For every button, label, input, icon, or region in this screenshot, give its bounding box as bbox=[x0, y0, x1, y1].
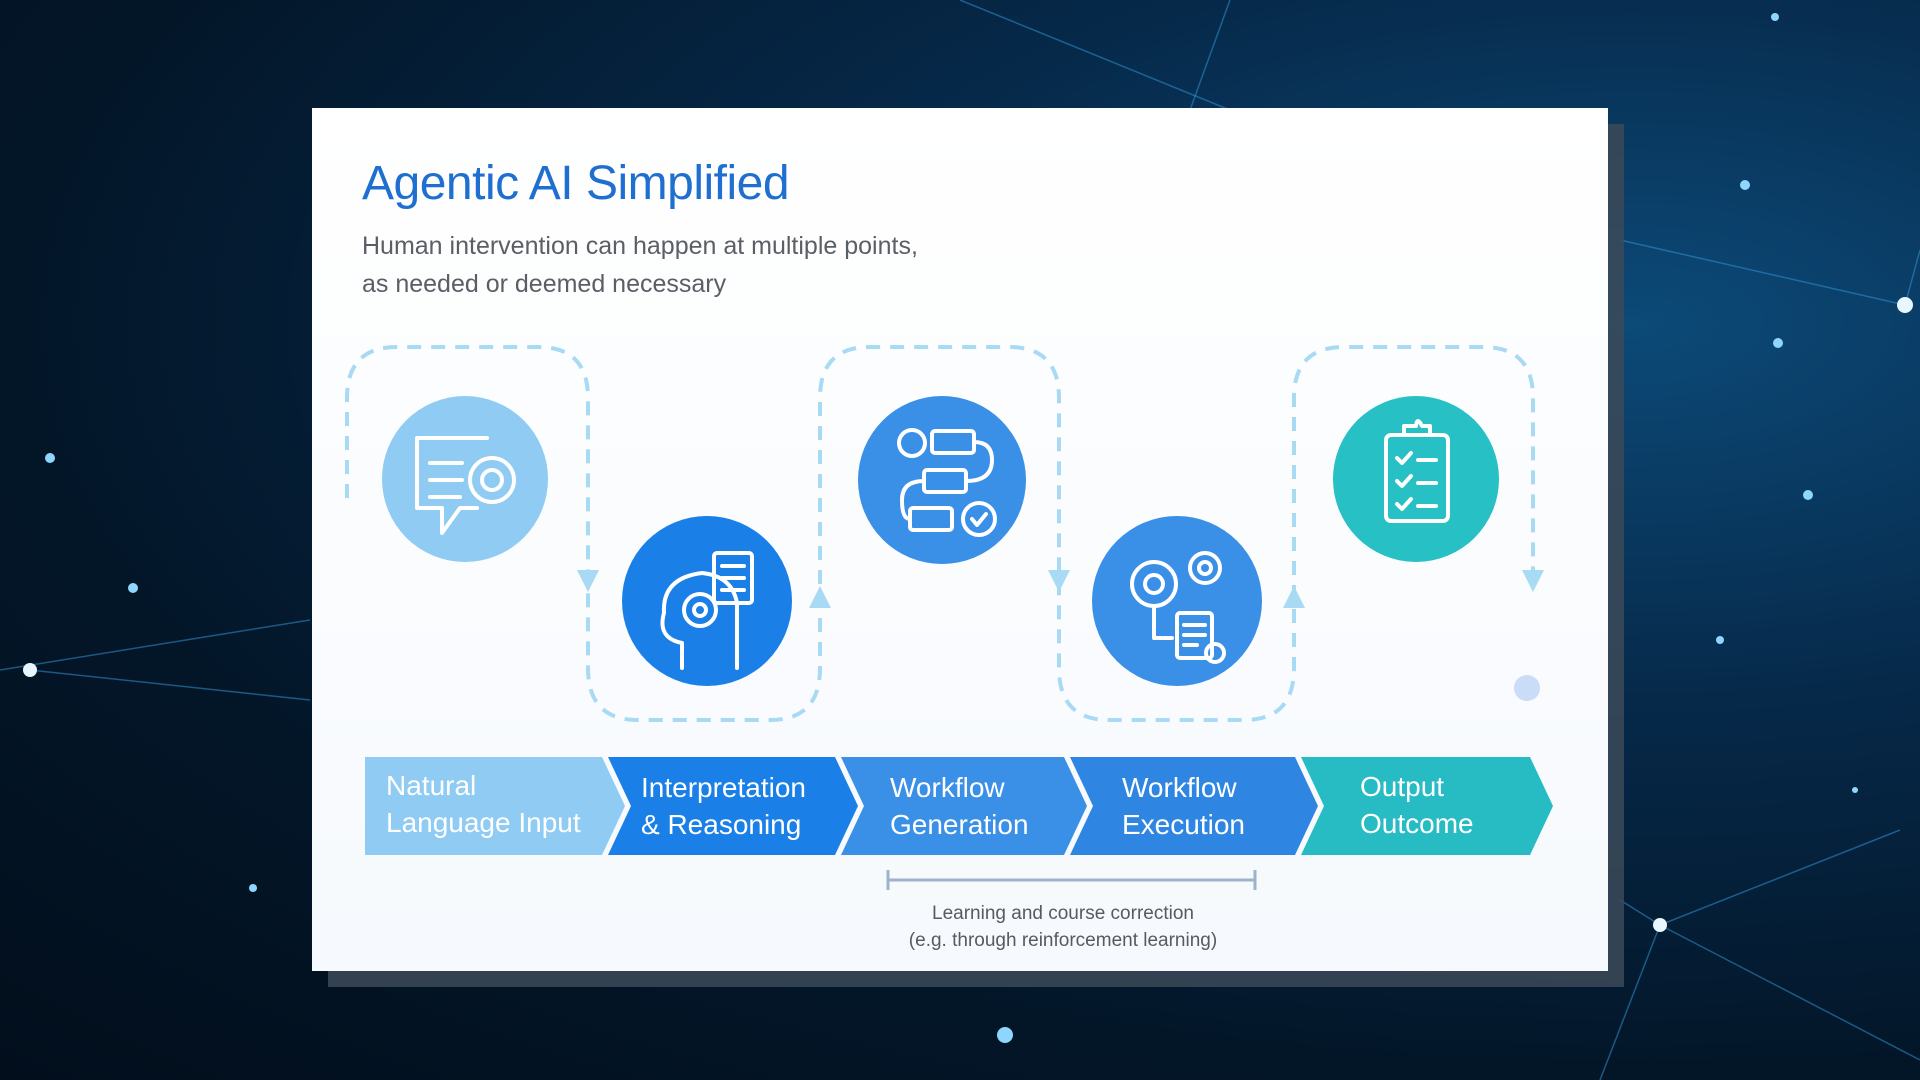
step-circle-3 bbox=[858, 396, 1026, 564]
subtitle-line-1: Human intervention can happen at multipl… bbox=[362, 232, 918, 260]
step-label-line: Outcome bbox=[1360, 808, 1474, 839]
step-label-line: Workflow bbox=[890, 772, 1005, 803]
step-label-line: & Reasoning bbox=[641, 809, 802, 840]
step-label-line: Output bbox=[1360, 771, 1445, 802]
subtitle-line-2: as needed or deemed necessary bbox=[362, 270, 727, 298]
arrow-up-icon bbox=[1283, 586, 1305, 608]
step-label-line: Generation bbox=[890, 809, 1029, 840]
flow-diagram bbox=[345, 345, 1553, 890]
step-label-line: Interpretation bbox=[641, 772, 806, 803]
step-label-line: Natural bbox=[386, 770, 477, 801]
chat-gear-icon bbox=[415, 436, 516, 535]
step-chevron-5 bbox=[1301, 757, 1553, 855]
workflow-steps-icon bbox=[897, 428, 997, 537]
learning-bracket bbox=[886, 870, 1257, 890]
step-circle-5 bbox=[1333, 396, 1499, 562]
arrow-down-icon bbox=[577, 570, 599, 592]
decorative-dot bbox=[1514, 675, 1540, 701]
learning-note-line-2: (e.g. through reinforcement learning) bbox=[908, 930, 1218, 951]
step-chevron-1 bbox=[365, 757, 625, 855]
arrow-up-icon bbox=[809, 586, 831, 608]
step-chevron-3 bbox=[841, 757, 1087, 855]
arrow-down-icon bbox=[1522, 570, 1544, 592]
step-label-1: Natural Language Input bbox=[386, 767, 581, 841]
head-gear-document-icon bbox=[660, 551, 754, 670]
step-label-3: Workflow Generation bbox=[890, 769, 1029, 843]
learning-note-line-1: Learning and course correction bbox=[932, 903, 1194, 924]
clipboard-checklist-icon bbox=[1384, 419, 1450, 523]
step-label-line: Execution bbox=[1122, 809, 1245, 840]
intervention-loop-path bbox=[345, 345, 1535, 722]
step-circle-4 bbox=[1092, 516, 1262, 686]
step-chevron-2 bbox=[608, 757, 858, 855]
step-label-4: Workflow Execution bbox=[1122, 769, 1245, 843]
slide-card: Agentic AI Simplified Human intervention… bbox=[312, 108, 1608, 971]
step-label-2: Interpretation & Reasoning bbox=[641, 769, 806, 843]
step-label-5: Output Outcome bbox=[1360, 768, 1474, 842]
step-chevron-4 bbox=[1070, 757, 1318, 855]
arrow-down-icon bbox=[1048, 570, 1070, 592]
step-circle-2 bbox=[622, 516, 792, 686]
gears-document-icon bbox=[1130, 551, 1226, 664]
step-circle-1 bbox=[382, 396, 548, 562]
page-title: Agentic AI Simplified bbox=[362, 157, 790, 210]
step-label-line: Language Input bbox=[386, 807, 581, 838]
step-label-line: Workflow bbox=[1122, 772, 1237, 803]
